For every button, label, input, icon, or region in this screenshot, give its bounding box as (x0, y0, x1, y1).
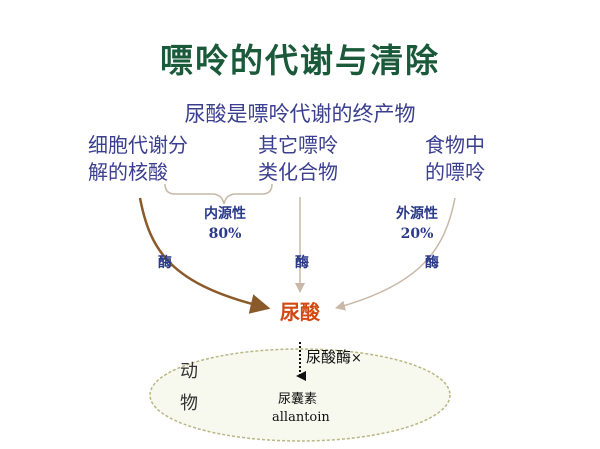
endogenous-percent: 80% (208, 226, 242, 242)
source-food-line2: 的嘌呤 (425, 160, 485, 184)
animal-char1: 动 (180, 361, 198, 382)
enzyme-label-middle: 酶 (295, 255, 309, 271)
exogenous-label: 外源性 (396, 206, 438, 222)
exogenous-percent: 20% (400, 226, 434, 242)
exogenous-block: 外源性 20% (382, 204, 452, 244)
source-nucleic-line1: 细胞代谢分 (88, 133, 188, 157)
endogenous-block: 内源性 80% (190, 204, 260, 244)
uric-acid-label: 尿酸 (280, 300, 320, 324)
animal-ellipse (149, 348, 451, 442)
uricase-text: 尿酸酶 (306, 348, 352, 366)
endogenous-label: 内源性 (204, 206, 246, 222)
nucleic-to-uric-arrow (138, 197, 271, 314)
enzyme-label-right: 酶 (425, 255, 439, 271)
uricase-absent-mark: × (351, 351, 362, 366)
allantoin-en-label: allantoin (272, 410, 330, 425)
allantoin-cn-label: 尿囊素 (278, 392, 318, 407)
source-compounds-line2: 类化合物 (258, 160, 338, 184)
source-food-line1: 食物中 (425, 133, 485, 157)
enzyme-label-left: 酶 (158, 255, 172, 271)
animal-label: 动 物 (180, 356, 200, 420)
food-to-uric-arrow (335, 197, 456, 311)
page-title: 嘌呤的代谢与清除 (160, 41, 440, 80)
source-nucleic-acids: 细胞代谢分 解的核酸 (88, 132, 188, 186)
subtitle: 尿酸是嘌呤代谢的终产物 (184, 102, 416, 126)
uricase-label: 尿酸酶× (306, 346, 362, 367)
animal-char2: 物 (180, 393, 198, 414)
source-compounds-line1: 其它嘌呤 (258, 133, 338, 157)
endogenous-brace (164, 183, 273, 205)
source-nucleic-line2: 解的核酸 (88, 160, 168, 184)
source-dietary-purines: 食物中 的嘌呤 (425, 132, 485, 186)
source-purine-compounds: 其它嘌呤 类化合物 (258, 132, 338, 186)
